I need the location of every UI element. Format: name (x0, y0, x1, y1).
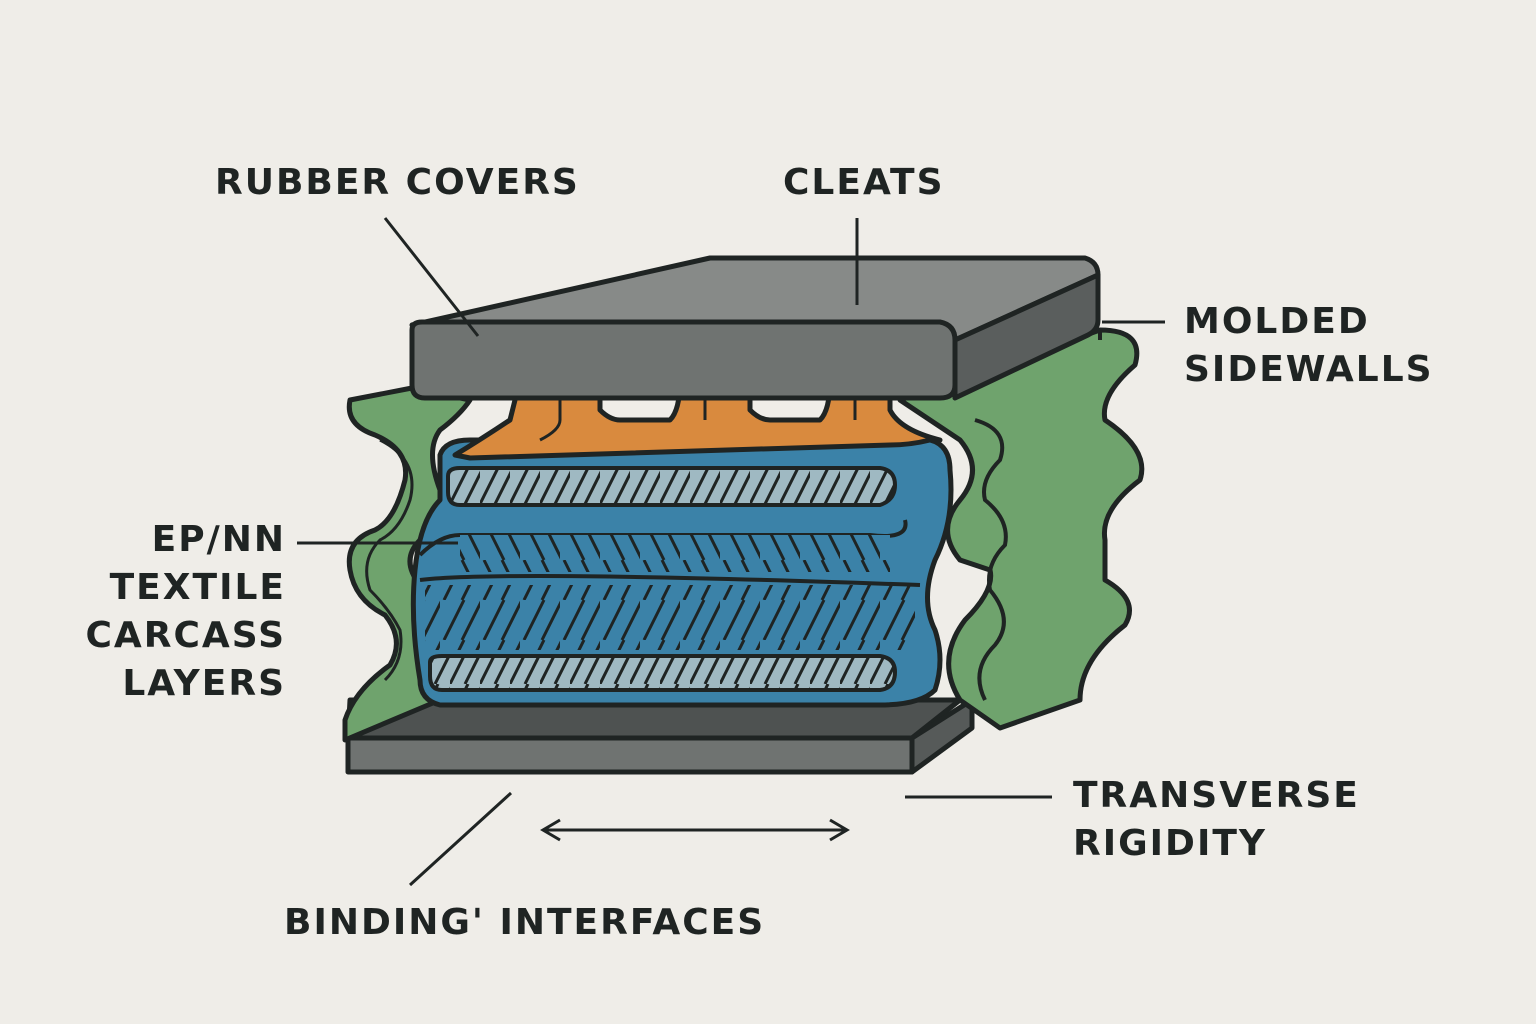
label-molded-sidewalls: MOLDED SIDEWALLS (1184, 298, 1434, 394)
label-carcass-layers: EP/NN TEXTILE CARCASS LAYERS (85, 516, 286, 708)
label-rubber-covers: RUBBER COVERS (215, 162, 580, 203)
transverse-arrow (540, 818, 850, 842)
label-line: MOLDED (1184, 301, 1370, 342)
label-transverse-rigidity: TRANSVERSE RIGIDITY (1073, 772, 1360, 868)
label-line: LAYERS (122, 663, 286, 704)
label-line: TRANSVERSE (1073, 775, 1360, 816)
label-line: EP/NN (151, 519, 286, 560)
leader-binding-interfaces (408, 791, 513, 887)
label-line: RIGIDITY (1073, 823, 1267, 864)
label-line: CARCASS (85, 615, 286, 656)
label-binding-interfaces: BINDING' INTERFACES (284, 902, 766, 943)
top-rubber-cover (409, 255, 1101, 401)
label-line: SIDEWALLS (1184, 349, 1434, 390)
label-line: TEXTILE (109, 567, 286, 608)
leader-lines (297, 217, 1165, 887)
textile-carcass (410, 437, 954, 708)
leader-rubber-covers (383, 217, 480, 337)
right-sidewall (897, 327, 1145, 731)
bottom-rubber-cover (345, 697, 975, 775)
label-cleats: CLEATS (783, 162, 945, 203)
